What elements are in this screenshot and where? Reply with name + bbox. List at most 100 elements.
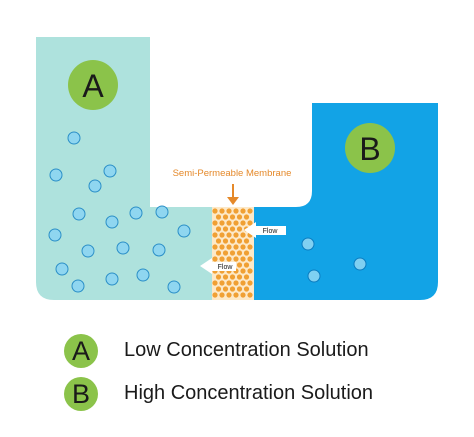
membrane-dot bbox=[212, 232, 218, 238]
membrane-dot bbox=[222, 238, 229, 244]
solution-a-particles bbox=[48, 131, 191, 294]
membrane-dot bbox=[240, 292, 246, 298]
membrane-dot bbox=[236, 274, 243, 280]
membrane-dot bbox=[215, 226, 222, 232]
membrane-dot bbox=[233, 220, 239, 226]
membrane-dot bbox=[219, 292, 225, 298]
membrane-dot bbox=[240, 220, 246, 226]
membrane-dot bbox=[219, 208, 225, 214]
membrane-dot bbox=[215, 250, 222, 256]
particle bbox=[55, 262, 69, 276]
membrane-dot bbox=[212, 292, 218, 298]
flow-label-upper: Flow bbox=[263, 228, 279, 235]
membrane-dot bbox=[226, 220, 232, 226]
membrane-dot bbox=[240, 244, 246, 250]
badge-a-circle bbox=[68, 60, 118, 110]
membrane-dot bbox=[215, 238, 222, 244]
legend-text-a: Low Concentration Solution bbox=[124, 339, 369, 361]
membrane-dot bbox=[240, 208, 246, 214]
particle bbox=[48, 228, 62, 242]
legend-badge-b: B bbox=[64, 377, 98, 411]
membrane-dot bbox=[247, 268, 253, 274]
membrane-dot bbox=[236, 238, 243, 244]
membrane-dot bbox=[247, 292, 253, 298]
particle bbox=[105, 215, 119, 229]
membrane-dot bbox=[226, 256, 232, 262]
particle bbox=[129, 206, 143, 220]
flow-label-lower: Flow bbox=[218, 264, 234, 271]
membrane-dot bbox=[212, 208, 218, 214]
membrane-dot bbox=[243, 274, 250, 280]
particle bbox=[67, 131, 81, 145]
membrane-dot bbox=[212, 244, 218, 250]
membrane-dot bbox=[219, 220, 225, 226]
solution-b-tank bbox=[254, 103, 438, 300]
particle bbox=[103, 164, 117, 178]
flow-arrow-lower-icon bbox=[200, 258, 236, 274]
membrane-dot bbox=[247, 280, 253, 286]
membrane-dot bbox=[236, 250, 243, 256]
membrane-dot bbox=[212, 220, 218, 226]
membrane-dot bbox=[229, 286, 236, 292]
legend-text-b: High Concentration Solution bbox=[124, 382, 374, 404]
membrane-dot bbox=[247, 244, 253, 250]
particle bbox=[72, 207, 86, 221]
membrane-dot bbox=[215, 274, 222, 280]
membrane-dot bbox=[233, 232, 239, 238]
particle bbox=[353, 257, 367, 271]
particle bbox=[155, 205, 169, 219]
membrane-dot bbox=[243, 238, 250, 244]
membrane-dot bbox=[226, 280, 232, 286]
particle bbox=[105, 272, 119, 286]
membrane-dot bbox=[226, 232, 232, 238]
membrane-dot bbox=[240, 280, 246, 286]
membrane-dot bbox=[219, 232, 225, 238]
membrane-dot bbox=[233, 292, 239, 298]
particle bbox=[49, 168, 63, 182]
membrane-dot bbox=[240, 256, 246, 262]
membrane-dot bbox=[222, 226, 229, 232]
membrane-dot bbox=[219, 280, 225, 286]
membrane-dot bbox=[243, 250, 250, 256]
membrane-dot bbox=[233, 208, 239, 214]
membrane-dot bbox=[229, 214, 236, 220]
membrane-dot bbox=[243, 286, 250, 292]
particle bbox=[136, 268, 150, 282]
membrane-dot bbox=[222, 286, 229, 292]
membrane-dot bbox=[229, 274, 236, 280]
membrane-dot bbox=[219, 256, 225, 262]
particle bbox=[301, 237, 315, 251]
membrane-dot bbox=[226, 208, 232, 214]
membrane-particles bbox=[212, 208, 253, 298]
badge-b-circle bbox=[345, 123, 395, 173]
membrane-dot bbox=[233, 256, 239, 262]
membrane-dot bbox=[240, 232, 246, 238]
particle bbox=[88, 179, 102, 193]
particle bbox=[152, 243, 166, 257]
membrane-dot bbox=[215, 214, 222, 220]
flow-arrow-upper-icon bbox=[244, 222, 286, 238]
membrane-dot bbox=[212, 256, 218, 262]
membrane-dot bbox=[226, 244, 232, 250]
membrane-dot bbox=[247, 256, 253, 262]
membrane-label: Semi-Permeable Membrane bbox=[173, 168, 292, 179]
membrane-dot bbox=[222, 250, 229, 256]
membrane-dot bbox=[212, 280, 218, 286]
membrane-dot bbox=[243, 262, 250, 268]
particle bbox=[116, 241, 130, 255]
particle bbox=[167, 280, 181, 294]
badge-b-label: B bbox=[359, 131, 380, 167]
membrane-dot bbox=[226, 292, 232, 298]
particle bbox=[81, 244, 95, 258]
badge-a-label: A bbox=[82, 68, 104, 104]
membrane-dot bbox=[236, 214, 243, 220]
membrane-dot bbox=[243, 214, 250, 220]
membrane-dot bbox=[236, 262, 243, 268]
membrane-dot bbox=[229, 250, 236, 256]
membrane-dot bbox=[229, 238, 236, 244]
membrane-dot bbox=[240, 268, 246, 274]
membrane-dot bbox=[229, 226, 236, 232]
membrane-dot bbox=[247, 220, 253, 226]
particle bbox=[71, 279, 85, 293]
